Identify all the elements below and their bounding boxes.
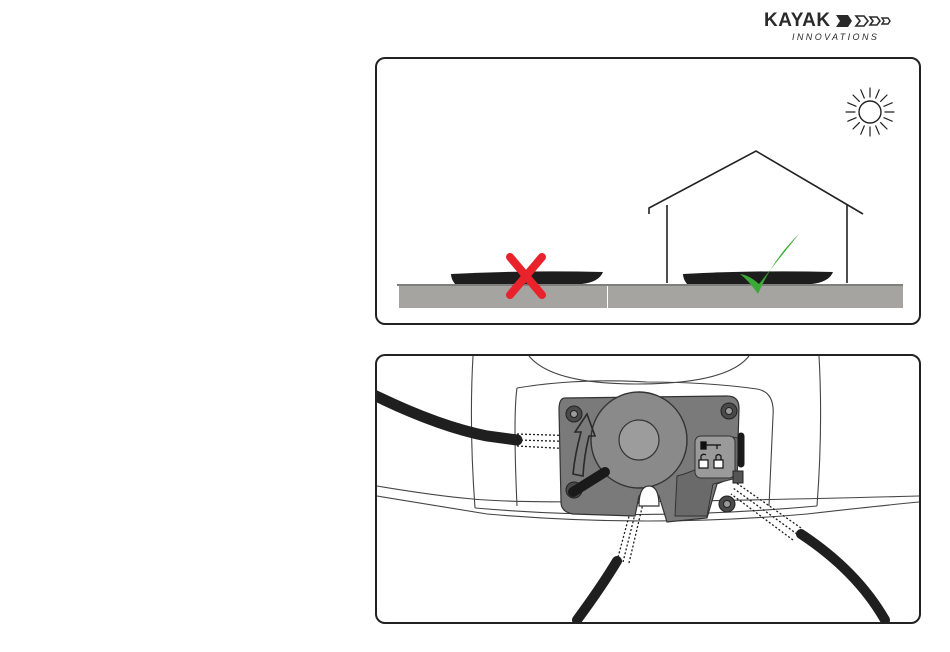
brand-tagline: INNOVATIONS [792, 32, 879, 42]
sun-icon [846, 88, 894, 136]
storage-illustration [377, 59, 919, 323]
logo-arrows-icon [836, 13, 898, 31]
ground-left [399, 286, 607, 308]
storage-panel [375, 57, 921, 325]
spool-hub [619, 420, 659, 460]
lock-tab [733, 471, 743, 483]
kayak-inside [683, 271, 833, 284]
house-icon [649, 151, 863, 283]
spool-notch [639, 486, 659, 506]
rudder-lock-illustration [377, 356, 919, 622]
brand-name: KAYAK [764, 10, 831, 32]
rudder-lock-panel [375, 354, 921, 624]
brand-logo: KAYAK INNOVATIONS [760, 8, 900, 44]
